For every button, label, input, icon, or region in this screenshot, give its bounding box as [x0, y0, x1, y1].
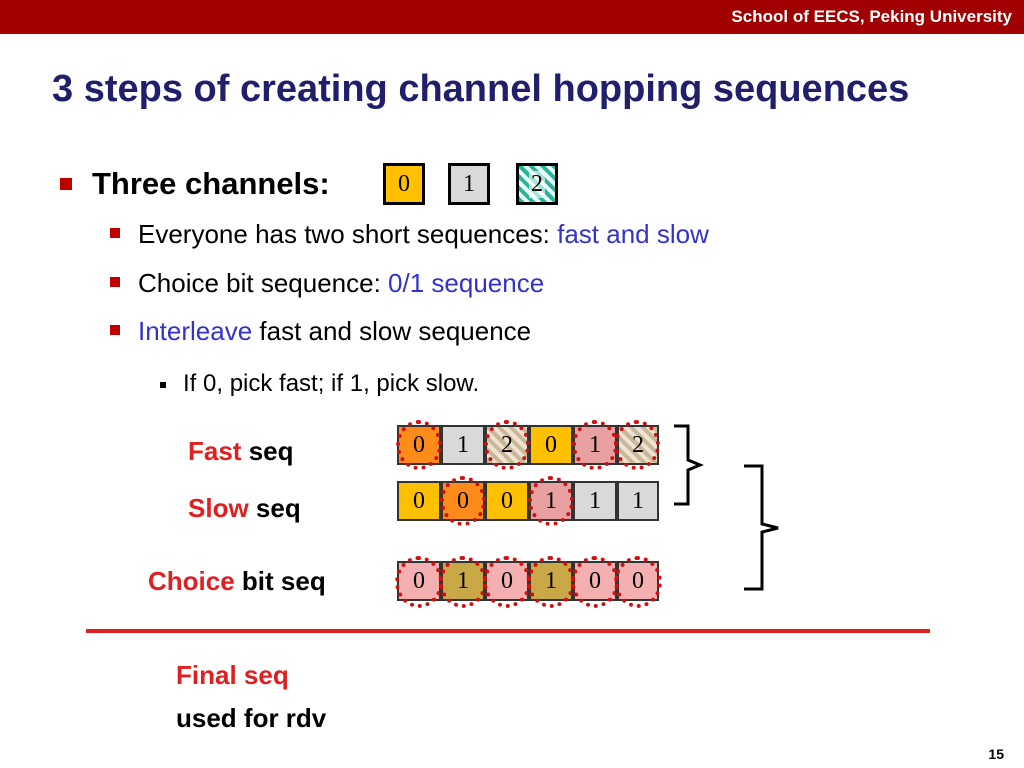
slide-title: 3 steps of creating channel hopping sequ… [52, 68, 910, 110]
cell-value: 0 [545, 431, 557, 458]
highlight-text: Interleave [138, 316, 253, 346]
bullet-text: Choice bit sequence: [138, 268, 389, 298]
cell-value: 0 [457, 487, 469, 514]
highlight-text: 0/1 sequence [388, 268, 545, 298]
page-number: 15 [988, 746, 1004, 762]
fast-seq-label: Fast seq [188, 436, 294, 467]
bullet-two-sequences: Everyone has two short sequences: fast a… [138, 219, 709, 250]
slow-seq-label: Slow seq [188, 493, 301, 524]
divider-line [86, 629, 930, 633]
bullet-pick-rule: If 0, pick fast; if 1, pick slow. [183, 370, 480, 397]
choice-cell: 0 [397, 561, 441, 601]
cell-value: 0 [501, 487, 513, 514]
label-black: bit seq [234, 566, 326, 596]
bullet-square-icon [110, 325, 120, 335]
label-red: Slow [188, 493, 249, 523]
channel-2-label: 2 [529, 170, 545, 198]
cell-value: 0 [413, 567, 425, 594]
bullet-three-channels: Three channels: [92, 166, 330, 201]
choice-cell: 1 [529, 561, 573, 601]
cell-value: 2 [501, 431, 513, 458]
label-red: Choice [148, 566, 235, 596]
channel-1-label: 1 [463, 170, 475, 197]
cell-value: 2 [632, 431, 644, 458]
bullet-text: Everyone has two short sequences: [138, 219, 558, 249]
channel-0-label: 0 [398, 170, 410, 197]
cell-value: 1 [632, 487, 644, 514]
cell-value: 1 [545, 567, 557, 594]
fast-cell: 2 [485, 425, 529, 465]
label-black: seq [248, 493, 301, 523]
slow-cell: 0 [485, 481, 529, 521]
cell-value: 1 [589, 431, 601, 458]
choice-cell: 0 [485, 561, 529, 601]
cell-value: 1 [545, 487, 557, 514]
header-bar: School of EECS, Peking University [0, 0, 1024, 34]
cell-value: 1 [589, 487, 601, 514]
fast-cell: 0 [529, 425, 573, 465]
slow-cell: 1 [529, 481, 573, 521]
cell-value: 0 [413, 487, 425, 514]
bullet-square-icon [110, 277, 120, 287]
label-black: seq [241, 436, 294, 466]
cell-value: 1 [457, 431, 469, 458]
slow-cell: 1 [617, 481, 659, 521]
bullet-square-icon [110, 228, 120, 238]
bullet-square-icon [160, 382, 166, 388]
label-red: Fast [188, 436, 242, 466]
fast-cell: 1 [441, 425, 485, 465]
cell-value: 0 [632, 567, 644, 594]
fast-cell: 0 [397, 425, 441, 465]
brace-icon [744, 464, 779, 591]
cell-value: 0 [501, 567, 513, 594]
slow-cell: 1 [573, 481, 617, 521]
cell-value: 1 [457, 567, 469, 594]
channel-0-box: 0 [383, 163, 425, 205]
cell-value: 0 [413, 431, 425, 458]
slow-cell: 0 [441, 481, 485, 521]
fast-cell: 2 [617, 425, 659, 465]
choice-seq-label: Choice bit seq [148, 566, 326, 597]
fast-cell: 1 [573, 425, 617, 465]
brace-icon [674, 424, 704, 506]
channel-2-box: 2 [516, 163, 558, 205]
org-name: School of EECS, Peking University [731, 7, 1012, 26]
cell-value: 0 [589, 567, 601, 594]
final-seq-sub: used for rdv [176, 703, 327, 733]
channel-1-box: 1 [448, 163, 490, 205]
choice-cell: 0 [573, 561, 617, 601]
choice-cell: 1 [441, 561, 485, 601]
bullet-choice-bit: Choice bit sequence: 0/1 sequence [138, 268, 544, 299]
highlight-text: fast and slow [557, 219, 709, 249]
bullet-text: fast and slow sequence [252, 316, 532, 346]
final-seq-label: Final seq [176, 660, 289, 690]
slow-cell: 0 [397, 481, 441, 521]
bullet-interleave: Interleave fast and slow sequence [138, 316, 531, 347]
bullet-square-icon [60, 178, 72, 190]
choice-cell: 0 [617, 561, 659, 601]
